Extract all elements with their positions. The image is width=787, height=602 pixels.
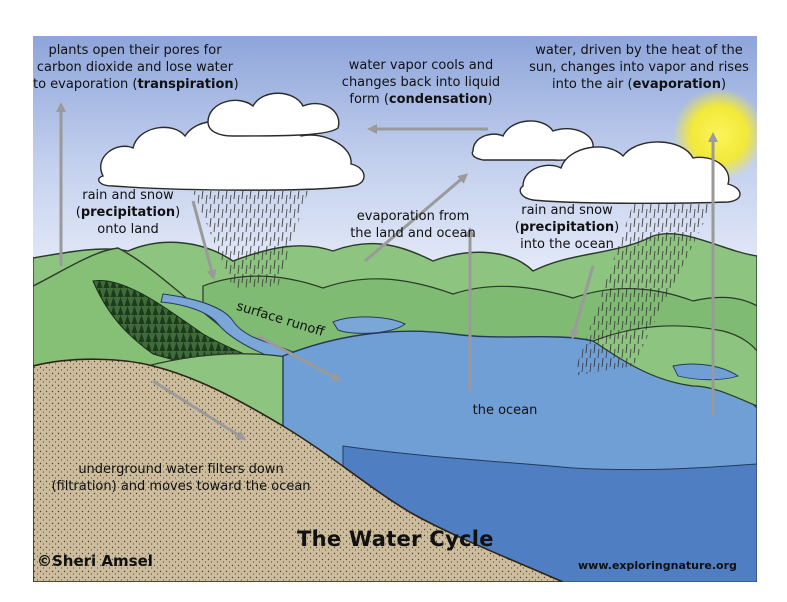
diagram-frame: plants open their pores for carbon dioxi… (33, 36, 757, 582)
label-evap-land: evaporation from the land and ocean (345, 208, 481, 242)
author-credit: ©Sheri Amsel (37, 552, 153, 570)
arrow-runoff (257, 334, 342, 381)
precip-land-line1: rain and snow (82, 188, 174, 203)
evap-land-line2: the land and ocean (350, 226, 476, 241)
precip-ocean-line1: rain and snow (521, 203, 613, 218)
rain-land (193, 191, 308, 288)
label-precip-land: rain and snow (precipitation) onto land (73, 187, 183, 238)
small-lake (332, 316, 406, 334)
cycle-arrows (56, 102, 718, 441)
label-condensation: water vapor cools and changes back into … (331, 57, 511, 108)
arrow-precip-ocean (569, 265, 595, 340)
label-transpiration: plants open their pores for carbon dioxi… (33, 42, 239, 93)
evaporation-line3: into the air (evaporation) (551, 77, 727, 92)
label-ocean: the ocean (472, 403, 538, 418)
ground (33, 358, 564, 582)
transpiration-line3: to evaporation (transpiration) (33, 77, 239, 92)
transpiration-line2: carbon dioxide and lose water (36, 60, 234, 75)
rain-ocean (573, 204, 713, 376)
precip-ocean-line3: into the ocean (520, 237, 614, 252)
precip-land-line2: (precipitation) (75, 205, 181, 220)
precip-land-line3: onto land (97, 222, 159, 237)
water-cycle-illustration (33, 36, 757, 582)
evap-land-line1: evaporation from (356, 209, 470, 224)
precip-ocean-line2: (precipitation) (514, 220, 620, 235)
arrow-evap-land (364, 173, 469, 263)
evaporation-line1: water, driven by the heat of the (535, 43, 743, 58)
condensation-line3: form (condensation) (349, 92, 493, 107)
cloud-right (471, 120, 741, 205)
diagram-title: The Water Cycle (297, 527, 494, 551)
cloud-left (98, 92, 365, 191)
filtration-line2: (filtration) and moves toward the ocean (51, 479, 311, 494)
website-url: www.exploringnature.org (578, 559, 737, 572)
arrow-filtration (152, 379, 247, 441)
evaporation-line2: sun, changes into vapor and rises (529, 60, 749, 75)
filtration-line1: underground water filters down (78, 462, 284, 477)
arrow-precip-land (191, 200, 217, 280)
label-filtration: underground water filters down (filtrati… (41, 461, 321, 495)
label-evaporation: water, driven by the heat of the sun, ch… (521, 42, 757, 93)
condensation-line2: changes back into liquid (341, 75, 501, 90)
label-precip-ocean: rain and snow (precipitation) into the o… (507, 202, 627, 253)
right-shore-inlet (672, 363, 740, 381)
condensation-line1: water vapor cools and (348, 58, 494, 73)
transpiration-line1: plants open their pores for (48, 43, 222, 58)
